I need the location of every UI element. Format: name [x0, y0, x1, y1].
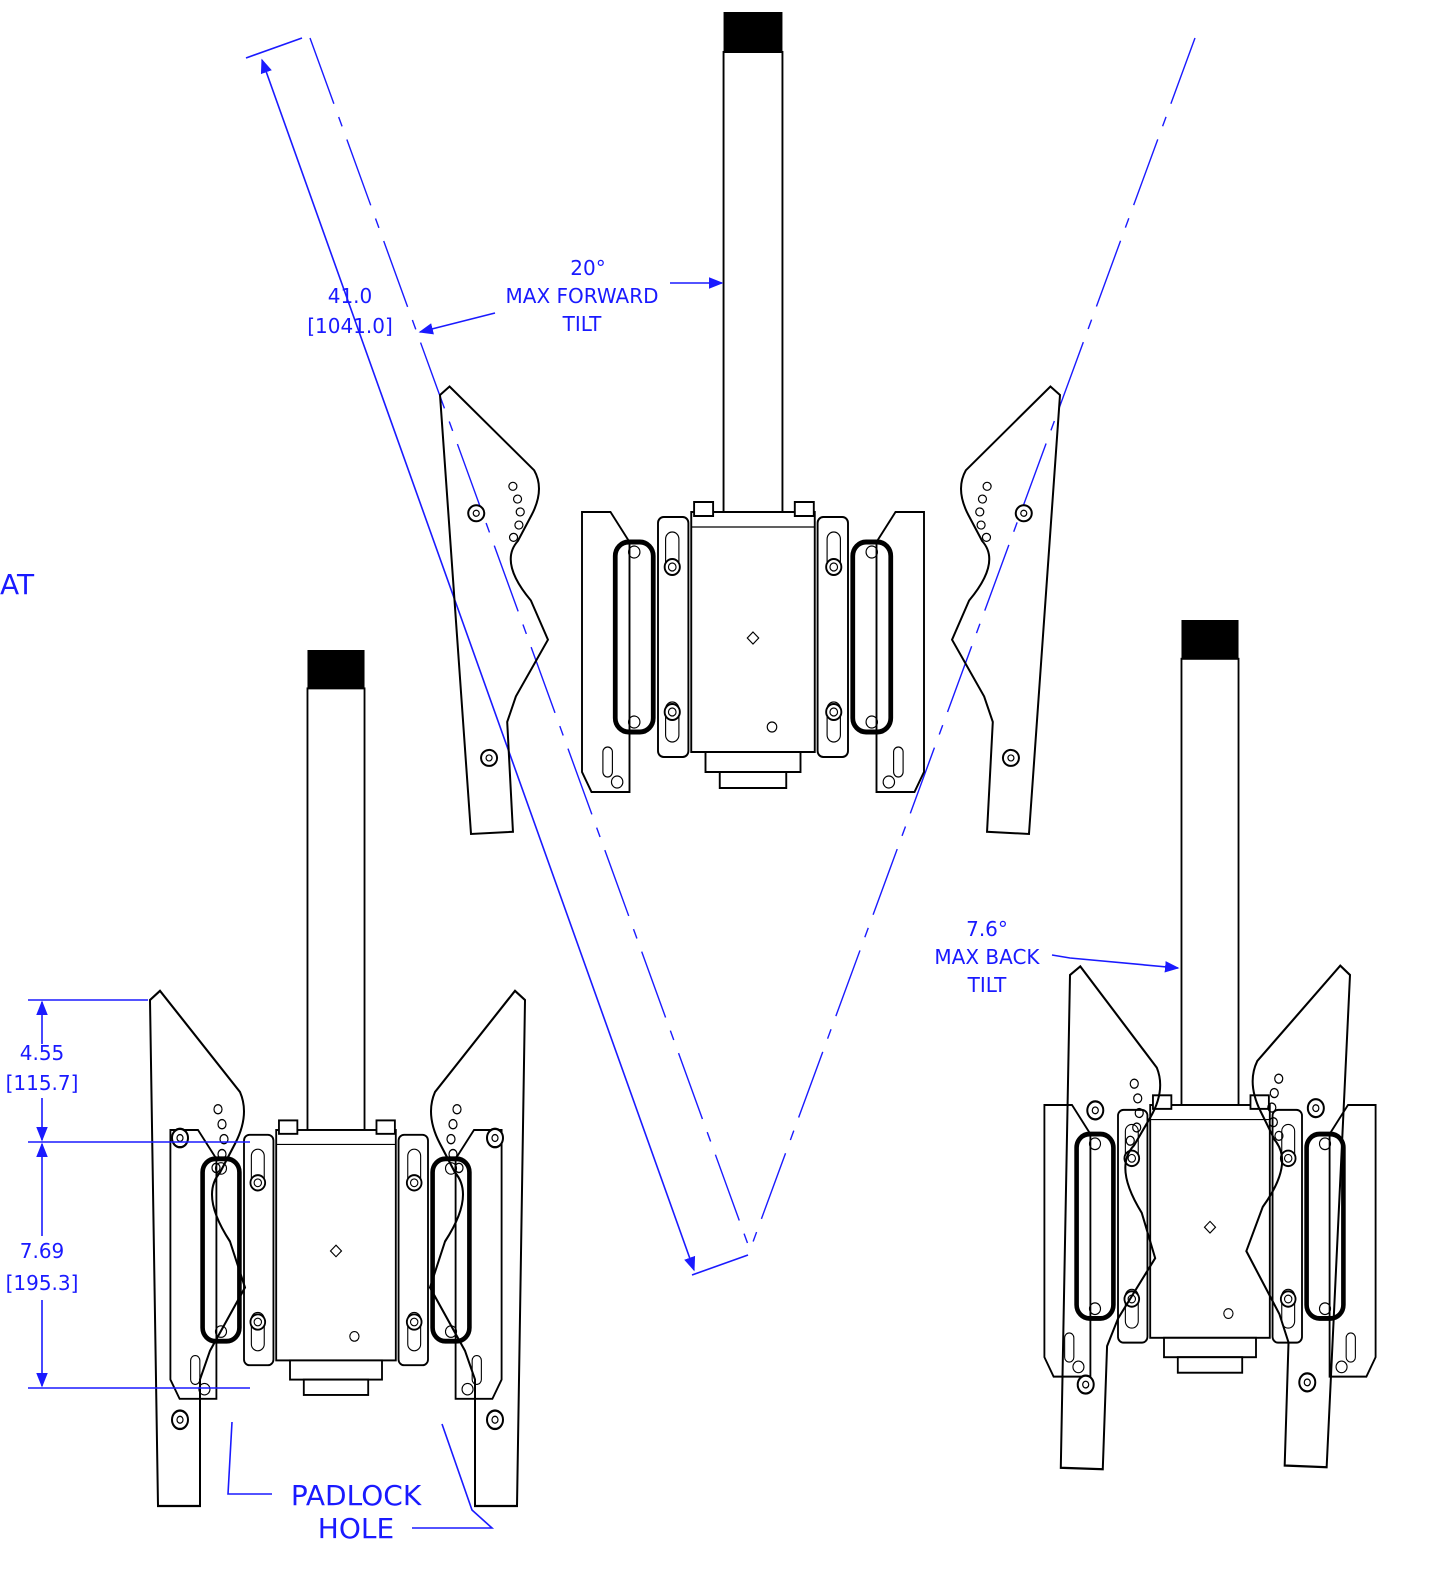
forward-mount	[582, 12, 924, 792]
front-mount	[170, 650, 501, 1399]
forward-wing-right	[941, 381, 1062, 836]
length-mm: [1041.0]	[307, 314, 393, 338]
forward-tilt-label-2: TILT	[562, 312, 603, 336]
forward-angle: 20°	[570, 256, 605, 280]
partial-label: AT	[0, 568, 35, 601]
length-leader	[418, 312, 496, 335]
front-view: 4.55 [115.7] 7.69 [195.3] PADLOCK HOLE	[6, 650, 527, 1545]
back-tilt-label-2: TILT	[967, 973, 1008, 997]
padlock-leader-left	[227, 1421, 272, 1495]
dim-top-mm: [115.7]	[6, 1071, 79, 1095]
padlock-label-2: HOLE	[318, 1512, 394, 1545]
dim-bottom-inches: 7.69	[20, 1239, 65, 1263]
forward-tilt-view: 20° MAX FORWARD TILT 41.0 [1041.0]	[245, 12, 1196, 1276]
padlock-label-1: PADLOCK	[291, 1479, 422, 1512]
padlock-leader-right	[412, 1423, 495, 1529]
back-angle: 7.6°	[966, 917, 1008, 941]
overall-length-dim-line	[260, 58, 696, 1272]
forward-tilt-label-1: MAX FORWARD	[506, 284, 659, 308]
back-tilt-label-1: MAX BACK	[934, 945, 1040, 969]
dim-bottom-mm: [195.3]	[6, 1271, 79, 1295]
back-angle-leader	[1051, 954, 1180, 973]
back-tilt-view: 7.6° MAX BACK TILT	[934, 620, 1375, 1472]
dim-top-inches: 4.55	[20, 1041, 65, 1065]
length-inches: 41.0	[328, 284, 373, 308]
back-mount	[1044, 620, 1375, 1377]
